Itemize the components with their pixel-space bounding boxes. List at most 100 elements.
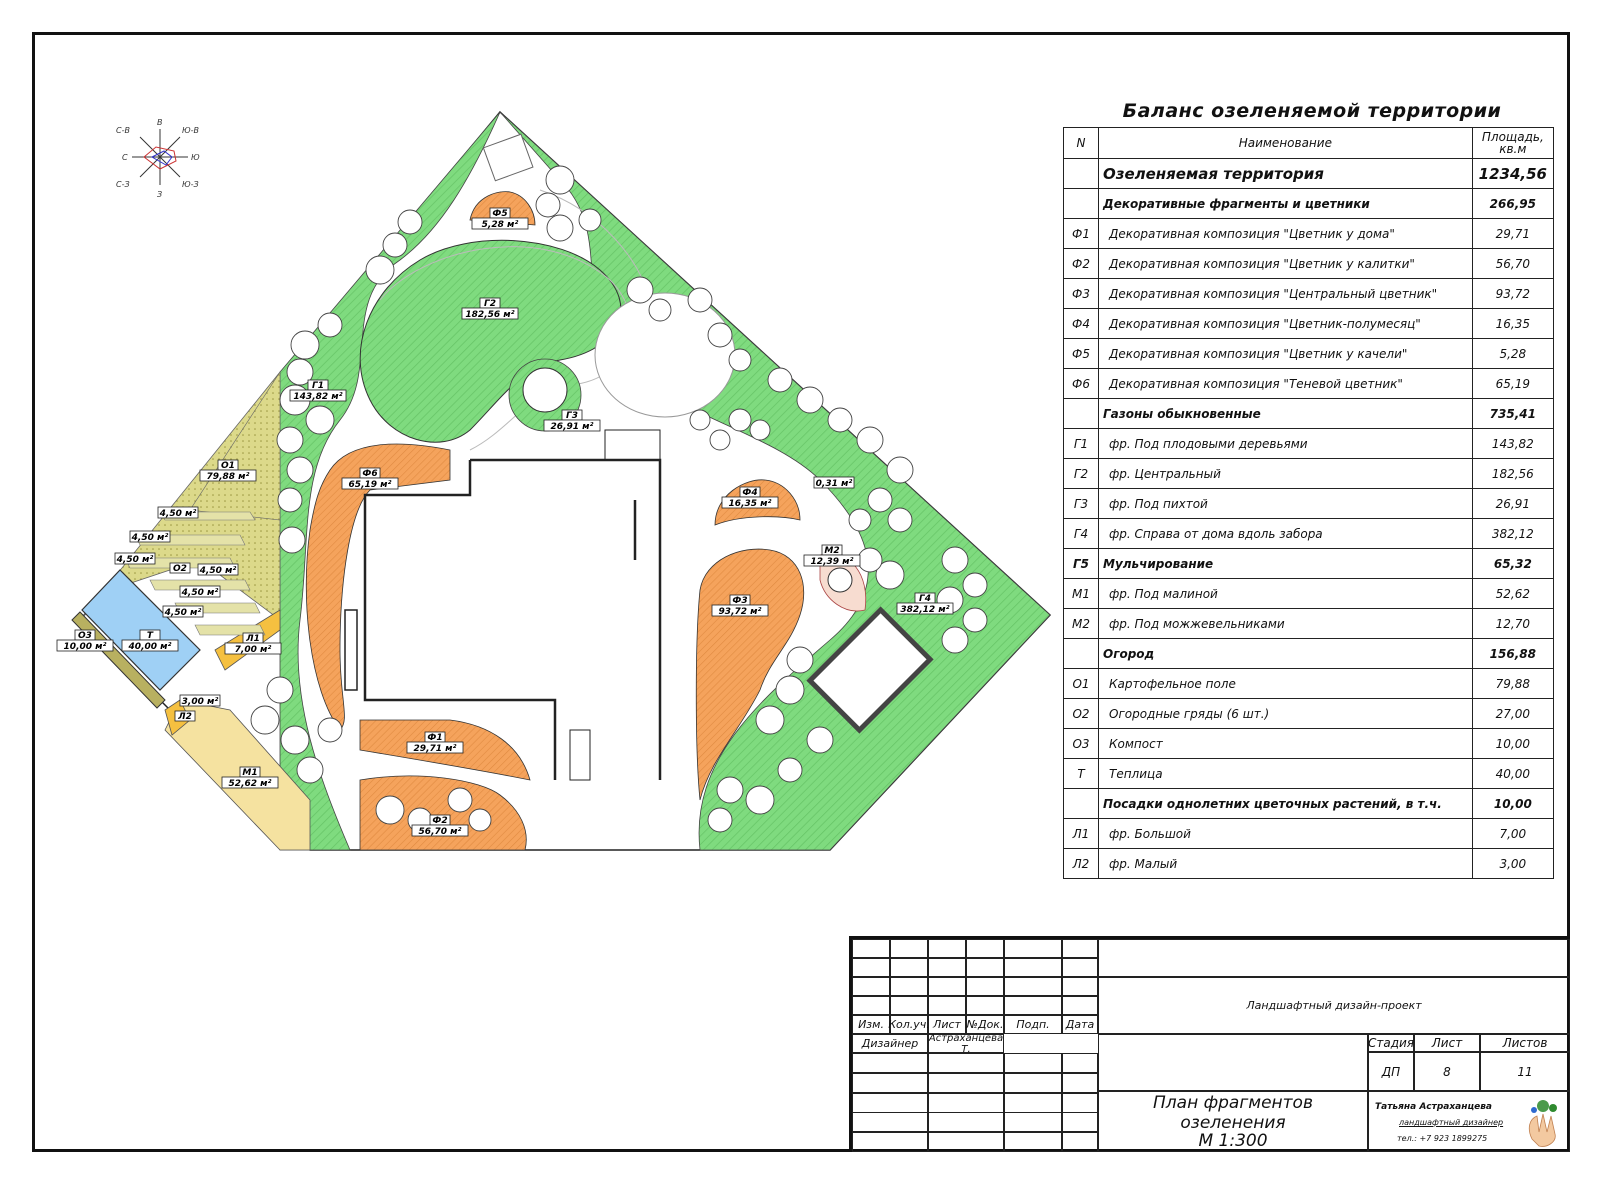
logo-name: Татьяна Астраханцева bbox=[1375, 1102, 1492, 1112]
bed-area-tag: 4,50 м² bbox=[157, 506, 199, 519]
row-code bbox=[1063, 188, 1099, 219]
tree-canopy bbox=[728, 408, 752, 432]
area-label: О2 bbox=[169, 562, 191, 574]
row-value: 16,35 bbox=[1471, 308, 1555, 339]
row-value: 10,00 bbox=[1471, 728, 1555, 759]
col-podp: Подп. bbox=[1004, 1015, 1062, 1034]
area-value: 5,28 м² bbox=[482, 220, 519, 230]
tree-canopy bbox=[545, 165, 575, 195]
row-name: фр. Под можжевельниками bbox=[1098, 608, 1473, 639]
row-name: Посадки однолетних цветочных растений, в… bbox=[1098, 788, 1473, 819]
row-code bbox=[1063, 638, 1099, 669]
compass-sw: С-З bbox=[116, 180, 130, 189]
row-code: Ф4 bbox=[1063, 308, 1099, 339]
row-name: фр. Большой bbox=[1098, 818, 1473, 849]
tree-canopy bbox=[755, 705, 785, 735]
trees bbox=[250, 165, 988, 833]
row-name: Декоративные фрагменты и цветники bbox=[1098, 188, 1473, 219]
tree-canopy bbox=[867, 487, 893, 513]
compass-w: С bbox=[122, 153, 128, 162]
area-code: Г2 bbox=[484, 299, 496, 309]
compass-n: В bbox=[157, 118, 163, 127]
area-code: Г1 bbox=[312, 381, 324, 391]
row-name: Компост bbox=[1098, 728, 1473, 759]
row-code: М2 bbox=[1063, 608, 1099, 639]
area-code: Л2 bbox=[177, 712, 192, 722]
signature-cell bbox=[1004, 1053, 1062, 1073]
area-value: 65,19 м² bbox=[349, 480, 392, 490]
tree-canopy bbox=[648, 298, 672, 322]
table-row: Посадки однолетних цветочных растений, в… bbox=[1063, 788, 1555, 819]
row-value: 143,82 bbox=[1471, 428, 1555, 459]
area-code: Т bbox=[147, 631, 154, 641]
row-value: 40,00 bbox=[1471, 758, 1555, 789]
row-value: 27,00 bbox=[1471, 698, 1555, 729]
pergola bbox=[806, 606, 934, 734]
bed-area: 4,50 м² bbox=[131, 533, 169, 543]
row-value: 29,71 bbox=[1471, 218, 1555, 249]
tree-canopy bbox=[296, 756, 324, 784]
row-value: 5,28 bbox=[1471, 338, 1555, 369]
revision-cell bbox=[890, 958, 928, 977]
compass-rose: В Ю-В Ю Ю-З З С-З С С-В bbox=[116, 118, 200, 199]
row-name: фр. Центральный bbox=[1098, 458, 1473, 489]
area-code: М1 bbox=[242, 768, 257, 778]
revision-cell bbox=[928, 958, 966, 977]
area-value: 382,12 м² bbox=[900, 605, 949, 615]
designer-role: Дизайнер bbox=[852, 1034, 928, 1053]
swing-area bbox=[482, 133, 534, 182]
compass-nw: С-В bbox=[116, 126, 130, 135]
bed-area: 4,50 м² bbox=[159, 509, 197, 519]
compass-e: Ю bbox=[191, 153, 200, 162]
designer-logo: Татьяна Астраханцева ландшафтный дизайне… bbox=[1368, 1091, 1570, 1152]
row-code: Г5 bbox=[1063, 548, 1099, 579]
row-code bbox=[1063, 788, 1099, 819]
bed-area-tag: 4,50 м² bbox=[197, 563, 239, 576]
area-value: 182,56 м² bbox=[465, 310, 514, 320]
stage-header: Стадия bbox=[1367, 1034, 1415, 1052]
bed-area: 3,00 м² bbox=[182, 697, 219, 707]
house bbox=[344, 429, 662, 781]
area-code: Ф4 bbox=[742, 488, 757, 498]
signature-cell bbox=[1062, 1112, 1098, 1133]
row-name: Озеленяемая территория bbox=[1098, 158, 1473, 189]
tree-canopy bbox=[546, 214, 574, 242]
tree-canopy bbox=[397, 209, 423, 235]
row-value: 735,41 bbox=[1471, 398, 1555, 429]
revision-cell bbox=[852, 958, 890, 977]
revision-cell bbox=[928, 977, 966, 996]
revision-cell bbox=[1004, 996, 1062, 1015]
revision-cell bbox=[1062, 996, 1098, 1015]
area-value: 10,00 м² bbox=[64, 642, 107, 652]
tree-canopy bbox=[887, 507, 913, 533]
stage-value: ДП bbox=[1368, 1052, 1414, 1091]
signature-cell bbox=[852, 1053, 928, 1073]
row-value: 12,70 bbox=[1471, 608, 1555, 639]
area-code: Ф2 bbox=[432, 816, 447, 826]
tree-canopy bbox=[728, 348, 752, 372]
bed-area-tag: 4,50 м² bbox=[129, 530, 171, 543]
area-code: Г4 bbox=[919, 594, 931, 604]
col-koluch: Кол.уч. bbox=[888, 1015, 930, 1034]
row-code: Г4 bbox=[1063, 518, 1099, 549]
signature-cell bbox=[1004, 1132, 1062, 1153]
tree-canopy bbox=[290, 330, 320, 360]
row-value: 79,88 bbox=[1471, 668, 1555, 699]
row-value: 26,91 bbox=[1471, 488, 1555, 519]
signature-cell bbox=[852, 1072, 928, 1093]
tree-canopy bbox=[707, 322, 733, 348]
tree-canopy bbox=[626, 276, 654, 304]
tree-canopy bbox=[709, 429, 731, 451]
signature-cell bbox=[852, 1112, 928, 1133]
signature-cell bbox=[852, 1132, 928, 1153]
revision-cell bbox=[1004, 939, 1062, 958]
tree-canopy bbox=[277, 487, 303, 513]
